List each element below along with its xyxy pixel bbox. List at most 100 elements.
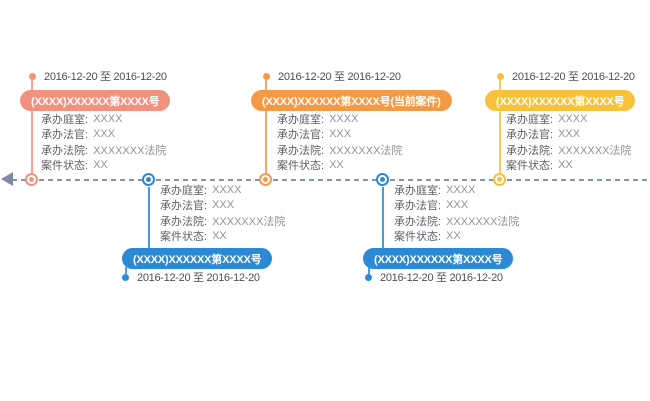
detail-value: XXXXXXX法院	[212, 215, 286, 228]
detail-row: 案件状态: XX	[506, 158, 631, 174]
date-dot-icon	[497, 72, 504, 80]
timeline-connector	[31, 75, 33, 173]
detail-value: XXXX	[558, 112, 588, 125]
detail-value: XXXXXXX法院	[93, 144, 167, 157]
date-dot-icon	[263, 72, 270, 80]
timeline-axis	[12, 179, 650, 181]
detail-value: XXXX	[93, 112, 123, 125]
timeline-node[interactable]	[259, 173, 272, 186]
detail-label: 承办法院:	[506, 144, 554, 157]
case-details: 承办庭室: XXXX 承办法官: XXX 承办法院: XXXXXXX法院 案件状…	[506, 111, 631, 173]
detail-row: 案件状态: XX	[394, 229, 519, 245]
node-dot-icon	[380, 177, 385, 182]
timeline-node[interactable]	[376, 173, 389, 186]
timeline-connector	[125, 267, 127, 274]
detail-value: XX	[446, 230, 461, 243]
detail-row: 承办法官: XXX	[160, 198, 285, 214]
timeline-connector	[382, 187, 384, 249]
timeline-node[interactable]	[493, 173, 506, 186]
detail-value: XXXXXXX法院	[558, 144, 632, 157]
detail-value: XXX	[212, 199, 235, 212]
date-dot-icon	[122, 273, 129, 281]
node-dot-icon	[29, 177, 34, 182]
detail-label: 案件状态:	[394, 231, 442, 244]
detail-row: 案件状态: XX	[41, 158, 166, 174]
detail-value: XXX	[329, 128, 352, 141]
current-case-number-badge[interactable]: (XXXX)XXXXXX第XXXX号(当前案件)	[251, 90, 452, 111]
detail-row: 承办法院: XXXXXXX法院	[160, 213, 285, 229]
detail-row: 承办法官: XXX	[41, 127, 166, 143]
detail-label: 承办法官:	[277, 129, 325, 142]
detail-label: 承办庭室:	[506, 113, 554, 126]
detail-value: XXXXXXX法院	[329, 144, 403, 157]
detail-row: 承办法院: XXXXXXX法院	[277, 142, 402, 158]
detail-row: 承办庭室: XXXX	[160, 182, 285, 198]
timeline-connector	[368, 267, 370, 274]
detail-row: 案件状态: XX	[160, 229, 285, 245]
detail-value: XX	[212, 230, 227, 243]
case-number-badge[interactable]: (XXXX)XXXXXX第XXXX号	[20, 90, 171, 111]
case-number-badge[interactable]: (XXXX)XXXXXX第XXXX号	[485, 90, 636, 111]
timeline-connector	[499, 75, 501, 173]
date-range-label: 2016-12-20 至 2016-12-20	[512, 71, 635, 83]
node-dot-icon	[146, 177, 151, 182]
date-dot-icon	[365, 273, 372, 281]
case-details: 承办庭室: XXXX 承办法官: XXX 承办法院: XXXXXXX法院 案件状…	[394, 182, 519, 244]
detail-label: 承办法官:	[394, 200, 442, 213]
timeline-node[interactable]	[25, 173, 38, 186]
case-number-badge[interactable]: (XXXX)XXXXXX第XXXX号	[363, 248, 514, 269]
timeline-connector	[265, 75, 267, 173]
case-details: 承办庭室: XXXX 承办法官: XXX 承办法院: XXXXXXX法院 案件状…	[277, 111, 402, 173]
detail-label: 承办庭室:	[160, 184, 208, 197]
date-range-label: 2016-12-20 至 2016-12-20	[380, 272, 503, 284]
left-arrow-icon[interactable]	[1, 172, 13, 186]
timeline-node[interactable]	[142, 173, 155, 186]
detail-label: 承办庭室:	[394, 184, 442, 197]
date-dot-icon	[29, 72, 36, 80]
detail-row: 承办庭室: XXXX	[277, 111, 402, 127]
date-range-label: 2016-12-20 至 2016-12-20	[137, 272, 260, 284]
detail-label: 案件状态:	[277, 160, 325, 173]
detail-value: XX	[329, 159, 344, 172]
detail-label: 承办法院:	[277, 144, 325, 157]
detail-row: 承办法院: XXXXXXX法院	[506, 142, 631, 158]
detail-row: 承办法官: XXX	[394, 198, 519, 214]
date-range: 2016-12-20 至 2016-12-20	[29, 68, 167, 84]
detail-row: 承办庭室: XXXX	[394, 182, 519, 198]
detail-label: 承办法院:	[394, 215, 442, 228]
date-range-label: 2016-12-20 至 2016-12-20	[44, 71, 167, 83]
detail-value: XXX	[93, 128, 116, 141]
detail-row: 承办庭室: XXXX	[41, 111, 166, 127]
node-dot-icon	[497, 177, 502, 182]
detail-row: 承办法官: XXX	[506, 127, 631, 143]
date-range: 2016-12-20 至 2016-12-20	[497, 68, 635, 84]
detail-value: XXXX	[446, 183, 476, 196]
detail-row: 案件状态: XX	[277, 158, 402, 174]
detail-value: XXX	[446, 199, 469, 212]
detail-label: 承办法院:	[160, 215, 208, 228]
node-dot-icon	[263, 177, 268, 182]
date-range: 2016-12-20 至 2016-12-20	[122, 269, 260, 285]
case-number-badge[interactable]: (XXXX)XXXXXX第XXXX号	[122, 248, 273, 269]
detail-value: XX	[93, 159, 108, 172]
detail-row: 承办庭室: XXXX	[506, 111, 631, 127]
detail-row: 承办法院: XXXXXXX法院	[41, 142, 166, 158]
detail-value: XXXX	[329, 112, 359, 125]
detail-label: 案件状态:	[41, 160, 89, 173]
detail-label: 承办法院:	[41, 144, 89, 157]
date-range: 2016-12-20 至 2016-12-20	[365, 269, 503, 285]
case-details: 承办庭室: XXXX 承办法官: XXX 承办法院: XXXXXXX法院 案件状…	[160, 182, 285, 244]
detail-label: 案件状态:	[160, 231, 208, 244]
detail-label: 承办庭室:	[41, 113, 89, 126]
timeline-connector	[148, 187, 150, 249]
detail-label: 承办庭室:	[277, 113, 325, 126]
detail-label: 承办法官:	[160, 200, 208, 213]
detail-label: 承办法官:	[506, 129, 554, 142]
detail-value: XXX	[558, 128, 581, 141]
detail-label: 承办法官:	[41, 129, 89, 142]
detail-value: XX	[558, 159, 573, 172]
detail-label: 案件状态:	[506, 160, 554, 173]
detail-value: XXXXXXX法院	[446, 215, 520, 228]
date-range: 2016-12-20 至 2016-12-20	[263, 68, 401, 84]
